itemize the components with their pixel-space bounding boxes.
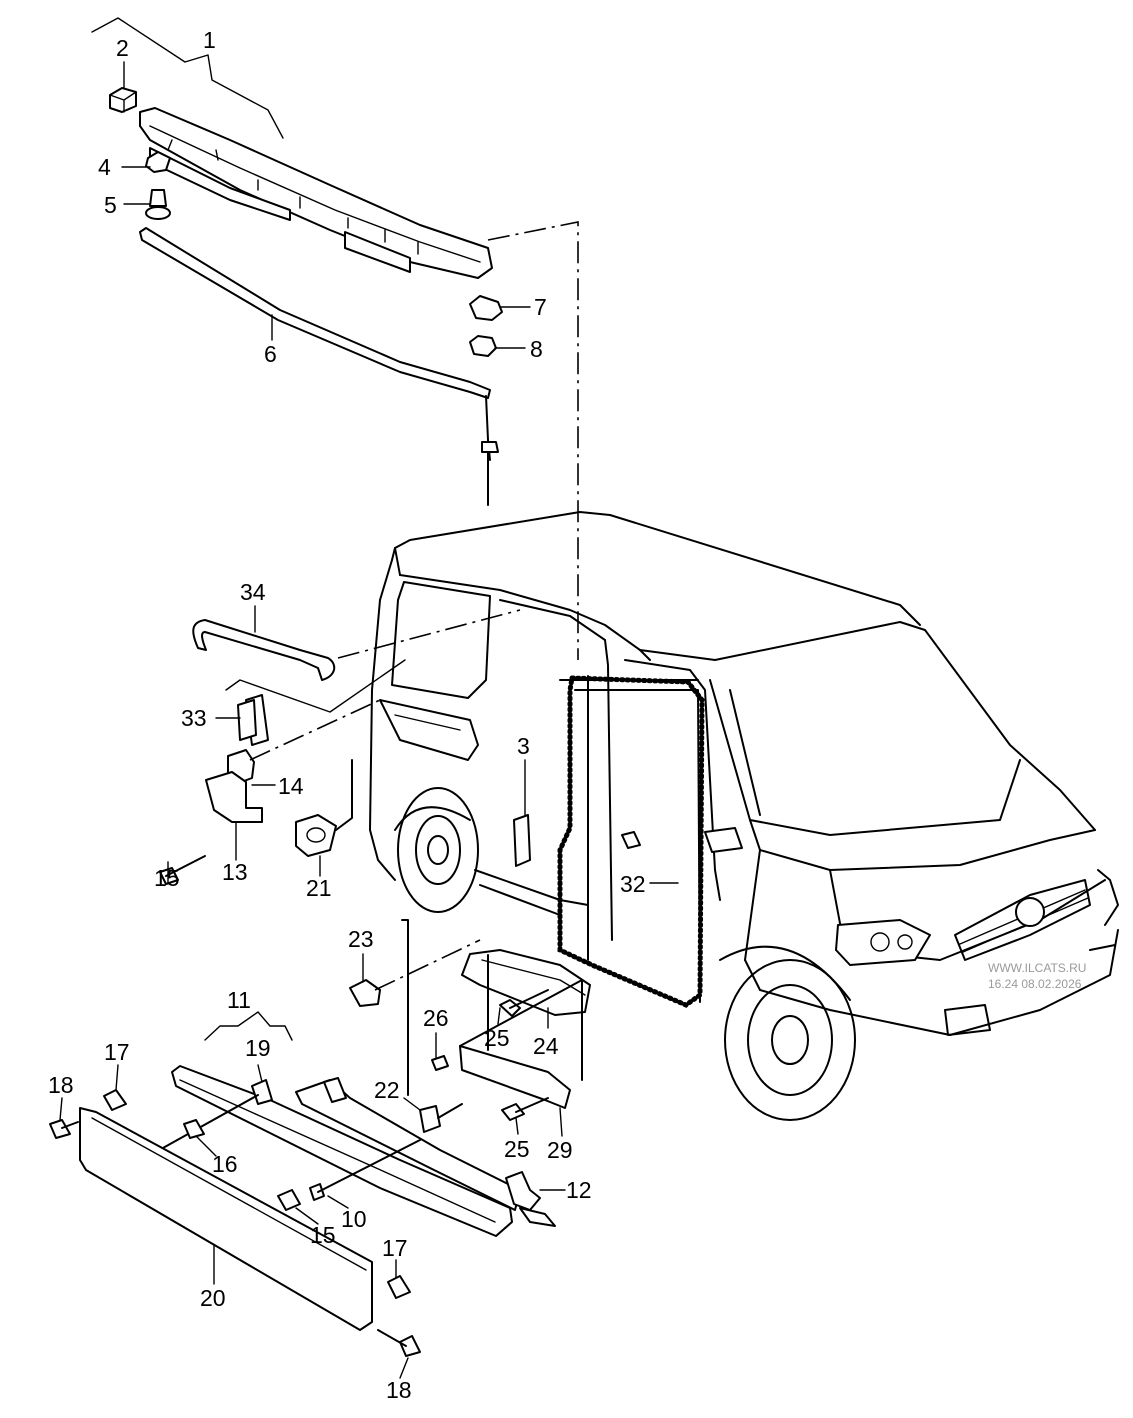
callout-11[interactable]: 11 xyxy=(227,987,251,1013)
callout-13[interactable]: 13 xyxy=(222,859,248,885)
callout-25a[interactable]: 25 xyxy=(484,1025,510,1051)
callout-29[interactable]: 29 xyxy=(547,1137,573,1163)
watermark-date: 16.24 08.02.2026 xyxy=(988,977,1082,991)
callout-22[interactable]: 22 xyxy=(374,1077,400,1103)
callout-34[interactable]: 34 xyxy=(240,579,266,605)
callout-14[interactable]: 14 xyxy=(278,773,304,799)
watermark-site: WWW.ILCATS.RU xyxy=(988,961,1086,975)
callout-2[interactable]: 2 xyxy=(116,35,129,61)
callout-7[interactable]: 7 xyxy=(534,294,547,320)
callout-5[interactable]: 5 xyxy=(104,192,117,218)
callout-labels: 1 2 3 4 5 6 7 8 10 11 12 13 14 15 15 16 … xyxy=(48,27,646,1403)
callout-18a[interactable]: 18 xyxy=(48,1072,74,1098)
part-33-clip xyxy=(237,694,269,746)
callout-25b[interactable]: 25 xyxy=(504,1136,530,1162)
callout-10[interactable]: 10 xyxy=(341,1206,367,1232)
callout-6[interactable]: 6 xyxy=(264,341,277,367)
van-body xyxy=(369,511,1119,1121)
leader-lines xyxy=(59,61,679,1379)
callout-1[interactable]: 1 xyxy=(203,27,216,53)
lower-roller-group xyxy=(349,939,591,1121)
callout-16[interactable]: 16 xyxy=(212,1151,238,1177)
cover-panel-group xyxy=(49,1089,421,1357)
callout-4[interactable]: 4 xyxy=(98,154,111,180)
callout-15b[interactable]: 15 xyxy=(310,1222,336,1248)
callout-32[interactable]: 32 xyxy=(620,871,646,897)
callout-15a[interactable]: 15 xyxy=(154,865,180,891)
lower-guide-rail xyxy=(144,1011,556,1237)
callout-17a[interactable]: 17 xyxy=(104,1039,130,1065)
callout-12[interactable]: 12 xyxy=(566,1177,592,1203)
watermark: WWW.ILCATS.RU 16.24 08.02.2026 xyxy=(988,961,1086,991)
callout-8[interactable]: 8 xyxy=(530,336,543,362)
callout-20[interactable]: 20 xyxy=(200,1285,226,1311)
callout-21[interactable]: 21 xyxy=(306,875,332,901)
callout-26[interactable]: 26 xyxy=(423,1005,449,1031)
callout-19[interactable]: 19 xyxy=(245,1035,271,1061)
callout-17b[interactable]: 17 xyxy=(382,1235,408,1261)
callout-3[interactable]: 3 xyxy=(517,733,530,759)
callout-23[interactable]: 23 xyxy=(348,926,374,952)
callout-18b[interactable]: 18 xyxy=(386,1377,412,1403)
callout-24[interactable]: 24 xyxy=(533,1033,559,1059)
part-34-seal xyxy=(192,609,521,713)
callout-33[interactable]: 33 xyxy=(181,705,207,731)
upper-guide-rail xyxy=(91,17,579,660)
